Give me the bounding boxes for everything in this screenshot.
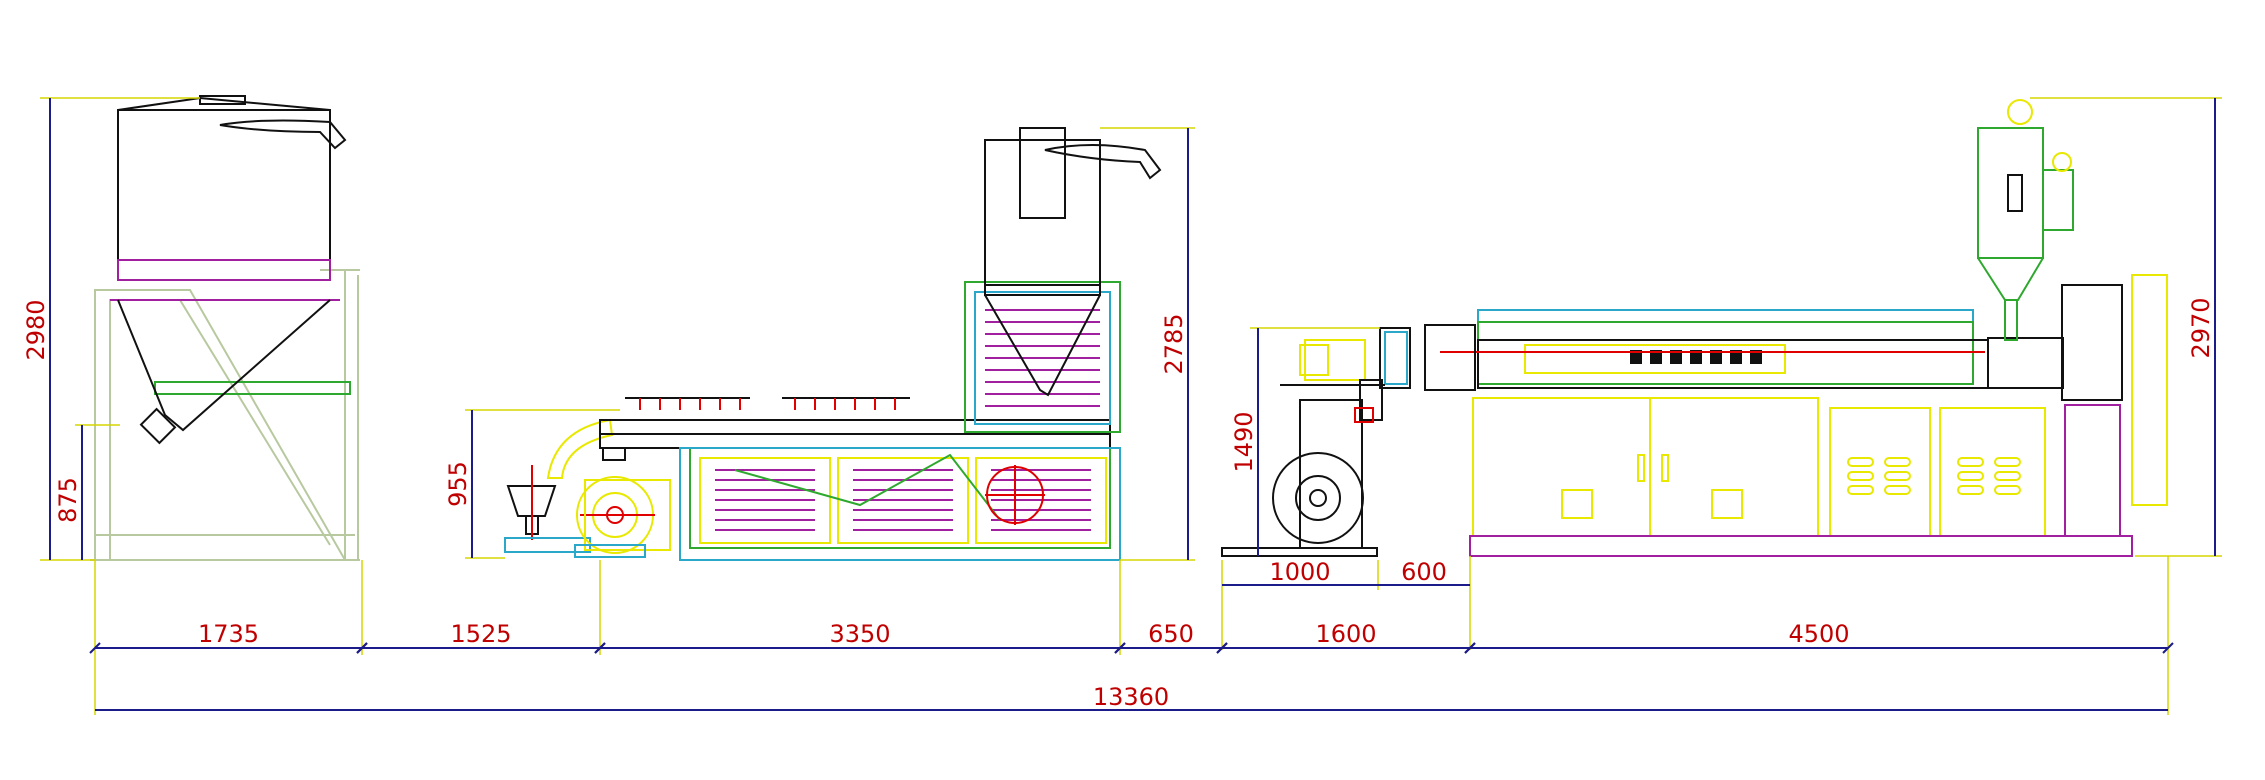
dim-bottom-segment: 4500	[1788, 620, 1849, 648]
bottom-dimension-row: 1735 1525 3350 650 1600 4500	[89, 620, 2174, 654]
haul-off-winder	[1221, 327, 1411, 557]
dim-tick	[594, 642, 606, 654]
dim-tick	[1216, 642, 1228, 654]
dim-gap-width: 600	[1401, 558, 1447, 586]
dim-tick	[89, 642, 101, 654]
dim-bottom-segment: 3350	[829, 620, 890, 648]
dim-tick	[2162, 642, 2174, 654]
dim-dryer-height: 2785	[1160, 313, 1188, 374]
dimension-lines	[40, 97, 2222, 715]
dim-total-length: 13360	[1093, 683, 1169, 711]
dim-bottom-segment: 1525	[450, 620, 511, 648]
dim-bottom-segment: 1735	[198, 620, 259, 648]
crusher-and-dryer	[504, 127, 1162, 561]
dim-winder-width: 1000	[1269, 558, 1330, 586]
dim-bottom-segment: 650	[1148, 620, 1194, 648]
dim-pulverizer-height: 955	[444, 461, 472, 507]
extruder	[1424, 99, 2168, 557]
mixing-hopper	[90, 95, 360, 561]
dim-extruder-height: 2970	[2187, 297, 2215, 358]
dim-tick	[1464, 642, 1476, 654]
dim-bottom-segment: 1600	[1315, 620, 1376, 648]
dim-hopper-leg-height: 875	[54, 477, 82, 523]
dim-hopper-height: 2980	[22, 299, 50, 360]
dim-tick	[1114, 642, 1126, 654]
dim-puller-height: 1490	[1230, 411, 1258, 472]
dim-tick	[356, 642, 368, 654]
